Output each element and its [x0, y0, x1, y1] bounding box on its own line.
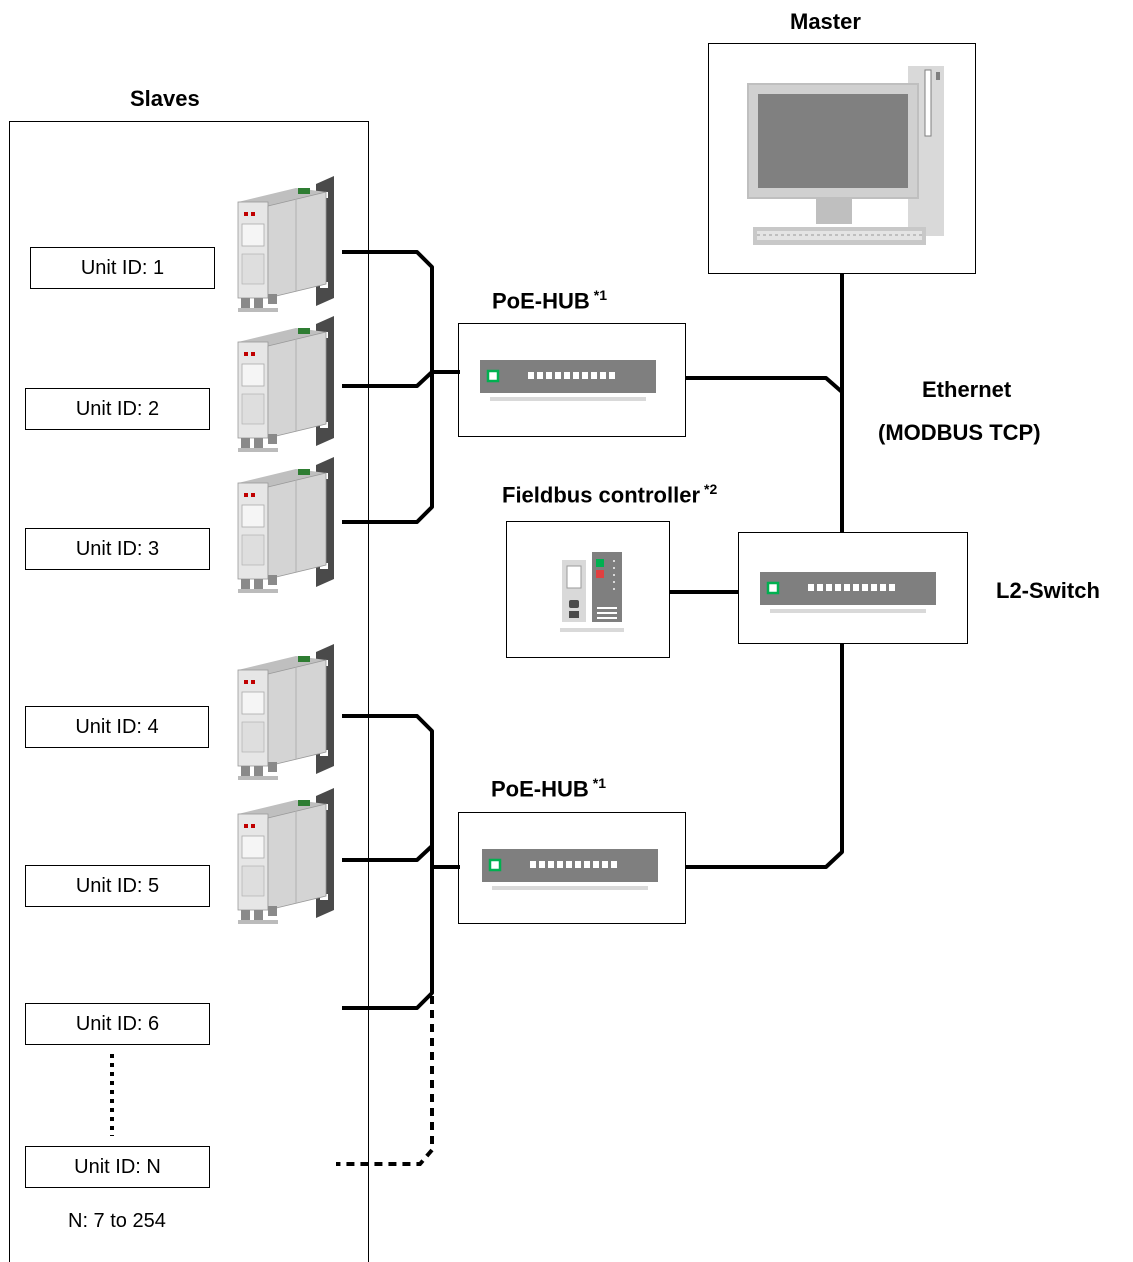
fieldbus-controller-box — [506, 521, 670, 658]
cable-poe-hub-1-uplink — [686, 376, 844, 394]
unit-id-box-n: Unit ID: N — [25, 1146, 210, 1188]
cable-switch-to-poe-hub-2 — [686, 644, 844, 869]
unit-id-box-3: Unit ID: 3 — [25, 528, 210, 570]
l2-switch-label: L2-Switch — [996, 578, 1100, 603]
poe-hub-2-icon — [480, 847, 660, 892]
slaves-label: Slaves — [130, 86, 200, 111]
fieldbus-controller-title: Fieldbus controller — [502, 482, 701, 508]
cable-unit-n-dashed — [336, 996, 434, 1166]
cable-unit-5 — [342, 844, 434, 862]
wiring — [342, 250, 844, 1010]
poe-hub-2-title: PoE-HUB — [491, 776, 589, 802]
master-label: Master — [790, 9, 861, 34]
slave-device-4 — [237, 643, 335, 781]
poe-hub-2-footnote: *1 — [592, 775, 607, 791]
poe-hub-1-label: PoE-HUB*1 — [492, 287, 607, 314]
fieldbus-controller-footnote: *2 — [704, 481, 718, 497]
slave-device-5 — [237, 787, 335, 925]
unit-id-box-5: Unit ID: 5 — [25, 865, 210, 907]
slaves-container — [9, 121, 369, 1262]
fieldbus-controller-label: Fieldbus controller*2 — [502, 481, 717, 508]
fieldbus-controller-icon — [560, 552, 624, 632]
poe-hub-2-label: PoE-HUB*1 — [491, 775, 606, 802]
computer-icon — [747, 66, 944, 245]
slave-device-1 — [237, 175, 335, 313]
unit-id-box-4: Unit ID: 4 — [25, 706, 209, 748]
slave-device-2 — [237, 315, 335, 453]
protocol-label: (MODBUS TCP) — [878, 420, 1041, 445]
l2-switch-icon — [758, 570, 938, 615]
unit-range-note: N: 7 to 254 — [68, 1210, 166, 1232]
unit-id-box-2: Unit ID: 2 — [25, 388, 210, 430]
unit-id-box-1: Unit ID: 1 — [30, 247, 215, 289]
cable-unit-2 — [342, 370, 434, 388]
poe-hub-1-title: PoE-HUB — [492, 288, 590, 314]
poe-hub-1-footnote: *1 — [593, 287, 608, 303]
poe-hub-1-icon — [478, 358, 658, 403]
ethernet-label: Ethernet — [922, 377, 1012, 402]
wiring-dashed — [336, 996, 434, 1166]
unit-id-box-6: Unit ID: 6 — [25, 1003, 210, 1045]
cable-top-trunk — [342, 250, 434, 524]
cable-bottom-trunk — [342, 714, 434, 1010]
slave-device-3 — [237, 456, 335, 594]
